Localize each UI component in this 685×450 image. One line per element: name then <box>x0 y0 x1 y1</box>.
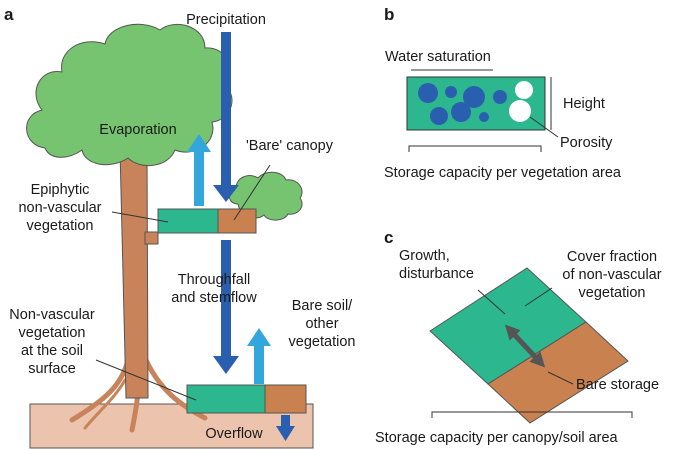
bare-soil-label-2: other <box>305 316 338 332</box>
leader-growth <box>477 289 506 315</box>
pore-blue <box>418 83 438 103</box>
overflow-arrow-shaft <box>281 415 290 427</box>
leader-bare-storage <box>547 371 574 385</box>
cover-label-1: Cover fraction <box>567 249 657 265</box>
precipitation-arrow-shaft <box>221 32 231 187</box>
storage-canopy-soil-label: Storage capacity per canopy/soil area <box>375 430 619 446</box>
overflow-label: Overflow <box>205 426 263 442</box>
bare-soil-label-3: vegetation <box>289 334 356 350</box>
pore-blue <box>430 107 448 125</box>
growth-label-1: Growth, <box>399 248 450 264</box>
water-saturation-label: Water saturation <box>385 49 491 65</box>
soil-surface-label-4: surface <box>28 361 76 377</box>
pore-blue <box>445 86 457 98</box>
height-label: Height <box>563 96 605 112</box>
pore-circles <box>418 81 533 125</box>
leader-soil-surface <box>95 359 197 401</box>
evaporation-arrow-shaft-upper <box>194 150 204 206</box>
tree-trunk <box>119 149 149 399</box>
soil-surface-label-3: at the soil <box>21 343 83 359</box>
throughfall-arrow-head <box>213 356 239 374</box>
ground-moss-block <box>186 384 266 414</box>
epiphytic-label-2: non-vascular <box>18 200 101 216</box>
root-right <box>143 357 208 421</box>
leader-epiphytic <box>111 211 169 223</box>
pore-empty <box>509 100 531 122</box>
tree-branch <box>144 231 159 245</box>
throughfall-label-2: and stemflow <box>171 290 257 306</box>
precipitation-label: Precipitation <box>186 12 266 28</box>
throughfall-arrow-shaft <box>221 240 231 358</box>
soil-surface-label-1: Non-vascular <box>9 307 95 323</box>
growth-disturbance-arrow <box>504 324 546 368</box>
pore-empty <box>515 81 533 99</box>
epiphytic-label-1: Epiphytic <box>31 182 90 198</box>
epiphytic-label-3: vegetation <box>27 218 94 234</box>
leader-bare-canopy <box>233 164 271 221</box>
epiphytic-moss-block <box>157 208 219 234</box>
storage-bracket-b <box>408 145 542 152</box>
storage-bracket-c <box>431 411 633 418</box>
pore-blue <box>479 112 489 122</box>
evaporation-arrow-shaft-lower <box>254 344 264 384</box>
evaporation-arrow-head-lower <box>247 328 271 346</box>
bare-soil-block <box>264 384 307 414</box>
panel-label-a: a <box>4 5 14 24</box>
panel-label-b: b <box>384 5 394 24</box>
bare-canopy-label: 'Bare' canopy <box>246 138 334 154</box>
cover-label-3: vegetation <box>579 285 646 301</box>
soil-surface-label-2: vegetation <box>19 325 86 341</box>
bare-storage-label: Bare storage <box>576 377 659 393</box>
throughfall-label-1: Throughfall <box>178 272 251 288</box>
cover-label-2: of non-vascular <box>562 267 661 283</box>
pore-blue <box>493 90 507 104</box>
overflow-arrow-head <box>276 426 295 441</box>
precipitation-arrow-head <box>213 185 239 202</box>
leader-cover-fraction <box>524 287 553 307</box>
cover-bare-area <box>487 321 629 424</box>
pore-blue <box>451 102 471 122</box>
leader-porosity <box>529 116 559 138</box>
bare-soil-label-1: Bare soil/ <box>292 298 353 314</box>
pore-blue <box>463 86 485 108</box>
growth-label-2: disturbance <box>399 266 474 282</box>
evaporation-arrow-head-upper <box>187 134 211 152</box>
porosity-label: Porosity <box>560 135 613 151</box>
evaporation-label: Evaporation <box>99 122 176 138</box>
bare-canopy-block <box>217 208 257 234</box>
root-left-2 <box>83 378 127 430</box>
panel-label-c: c <box>384 228 393 247</box>
storage-vegetation-label: Storage capacity per vegetation area <box>384 165 622 181</box>
